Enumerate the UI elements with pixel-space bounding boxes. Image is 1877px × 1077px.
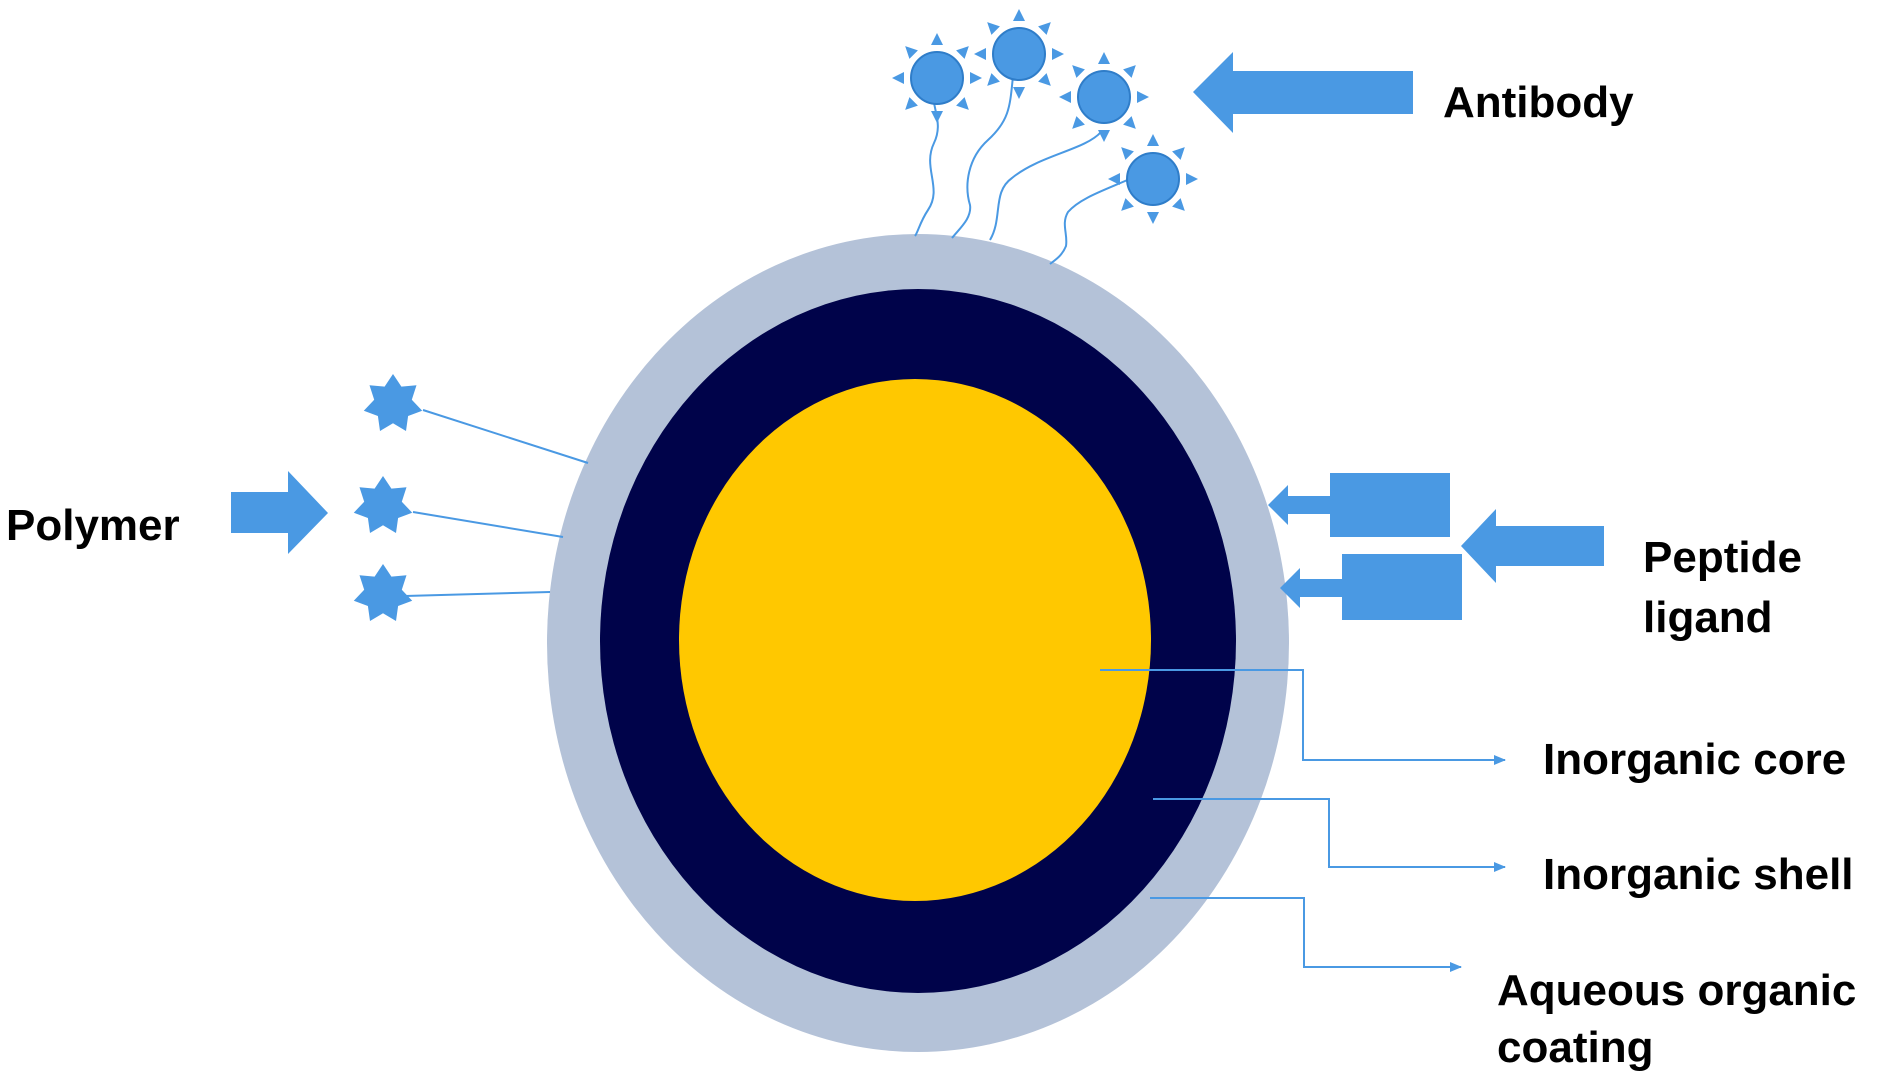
inorganic-shell-label: Inorganic shell — [1543, 850, 1854, 899]
peptide-ligand-icon — [1280, 554, 1462, 620]
peptide-pointer-arrow-icon — [1461, 509, 1604, 583]
peptide-label-line2: ligand — [1643, 593, 1773, 642]
inorganic-core-label: Inorganic core — [1543, 735, 1846, 784]
antibody-icon — [973, 8, 1065, 100]
antibody-label: Antibody — [1443, 78, 1634, 127]
inorganic-core-layer — [679, 379, 1151, 901]
coating-label-line1: Aqueous organic — [1497, 966, 1856, 1015]
polymer-icon — [353, 476, 413, 533]
coating-label-line2: coating — [1497, 1023, 1653, 1072]
polymer-label: Polymer — [6, 501, 180, 550]
shell-leader-line — [1153, 798, 1506, 872]
peptide-label-line1: Peptide — [1643, 533, 1802, 582]
core-leader-line — [1100, 669, 1506, 765]
polymer-icon — [353, 564, 413, 621]
antibody-icon — [1058, 51, 1150, 143]
polymer-icon — [363, 374, 423, 431]
antibody-icon — [891, 32, 983, 124]
antibody-pointer-arrow-icon — [1193, 52, 1413, 133]
polymer-tethers — [404, 409, 589, 597]
coating-leader-line — [1150, 897, 1462, 972]
antibody-icon — [1107, 133, 1199, 225]
antibody-tethers — [914, 75, 1133, 265]
polymer-pointer-arrow-icon — [231, 471, 328, 554]
peptide-ligand-icon — [1268, 473, 1450, 537]
